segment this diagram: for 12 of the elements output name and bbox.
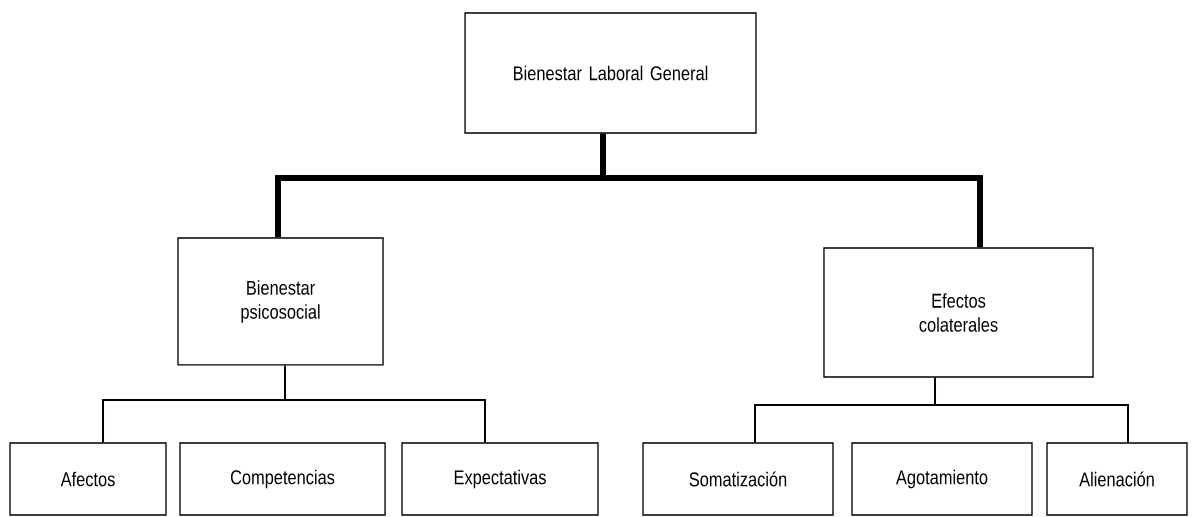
box: Somatización [642,442,834,516]
box: Expectativas [401,442,599,516]
box: Competencias [179,442,386,516]
box: Bienestar Laboral General [464,12,757,134]
box: Afectos [9,442,167,516]
connector-line [934,376,1129,444]
connector-line [600,133,983,248]
box: Bienestar psicosocial [177,237,384,366]
box: Alienación [1046,442,1188,516]
box: Efectos colaterales [823,247,1094,378]
box: Agotamiento [851,442,1033,516]
connector-line [284,364,486,444]
